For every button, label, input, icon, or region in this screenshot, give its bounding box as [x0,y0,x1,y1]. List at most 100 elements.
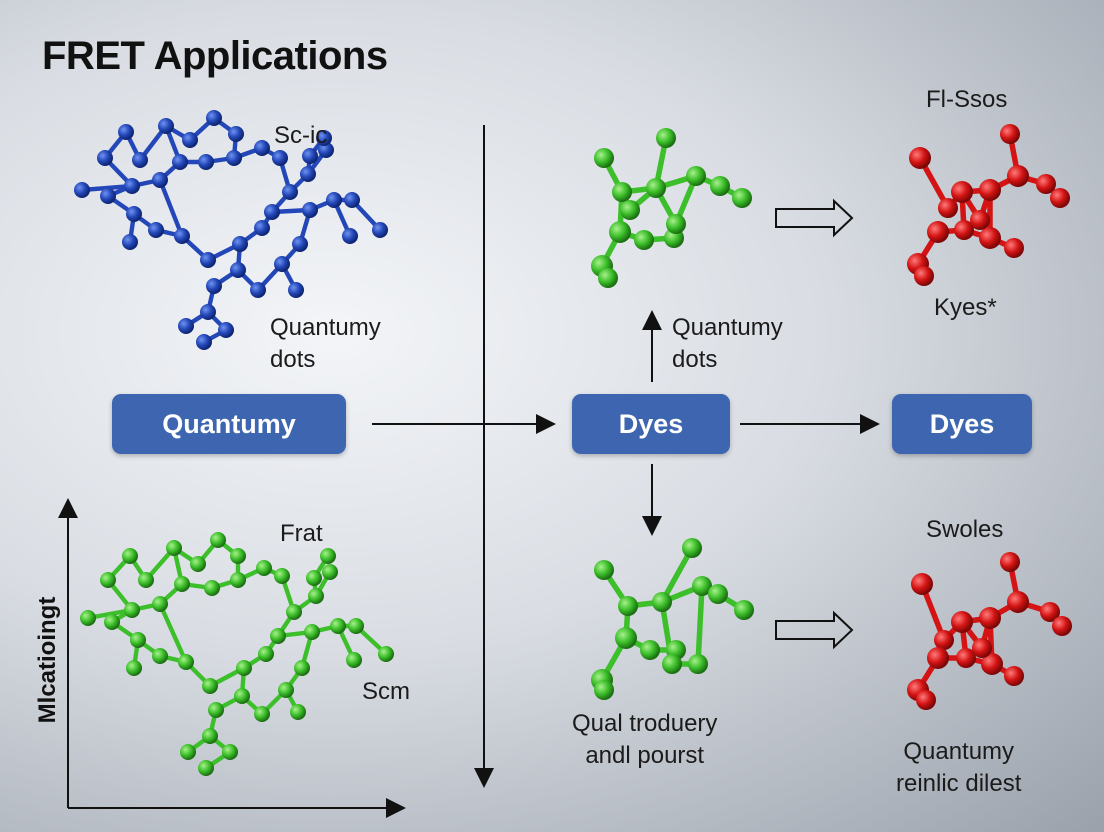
atom [218,322,234,338]
atom [122,548,138,564]
atom [620,200,640,220]
atom [208,702,224,718]
atom [230,262,246,278]
page-title: FRET Applications [42,34,388,78]
atom [1040,602,1060,622]
dyes-box-center[interactable]: Dyes [572,394,730,454]
top-left-caption: Quantumy dots [270,314,381,373]
atom [302,148,318,164]
atom [232,236,248,252]
atom [927,647,949,669]
atom [911,573,933,595]
atom [909,147,931,169]
atom [1007,165,1029,187]
bottom-center-caption: Qual troduery andl pourst [572,710,718,769]
atom [979,227,1001,249]
atom [916,690,936,710]
atom [272,150,288,166]
red-molecule-top [907,124,1070,286]
atom [274,256,290,272]
atom [100,188,116,204]
atom [254,140,270,156]
atom [662,654,682,674]
bottom-left-side-label: Scm [362,678,410,705]
atom [254,706,270,722]
atom [206,110,222,126]
atom [126,206,142,222]
atom [348,618,364,634]
atom [270,628,286,644]
atom [152,172,168,188]
quantumy-box-label: Quantumy [162,408,296,439]
dyes-box-right[interactable]: Dyes [892,394,1032,454]
atom [130,632,146,648]
dyes-box-center-label: Dyes [618,408,684,439]
red-molecule-bottom [907,552,1072,710]
atom [686,166,706,186]
atom [1004,666,1024,686]
atom [210,532,226,548]
atom [306,570,322,586]
atom [132,152,148,168]
bond [695,583,705,667]
atom [172,154,188,170]
top-right-title: Fl-Ssos [926,86,1008,113]
atom [1004,238,1024,258]
center-caption: Quantumy dots [672,314,783,373]
atom [190,556,206,572]
atom [198,760,214,776]
green-molecule-top [591,128,752,288]
blue-molecule [74,110,388,350]
atom [292,236,308,252]
atom [594,680,614,700]
atom [152,648,168,664]
atom [682,538,702,558]
atom [666,214,686,234]
atom [104,614,120,630]
atom [158,118,174,134]
atom [688,654,708,674]
atom [200,304,216,320]
atom [250,282,266,298]
atom [322,564,338,580]
atom [286,604,302,620]
quantumy-box[interactable]: Quantumy [112,394,346,454]
green-molecule-bottom [591,538,754,700]
atom [342,228,358,244]
atom [981,653,1003,675]
atom [178,318,194,334]
atom [598,268,618,288]
bottom-right-caption: Quantumy reinlic dilest [896,738,1022,797]
atom [1036,174,1056,194]
atom [308,588,324,604]
atom [124,602,140,618]
atom [615,627,637,649]
top-right-caption: Kyes* [934,294,997,321]
atom [1000,124,1020,144]
atom [320,548,336,564]
atom [346,652,362,668]
atom [204,580,220,596]
atom [1007,591,1029,613]
atom [290,704,306,720]
atom [708,584,728,604]
atom [74,182,90,198]
atom [1050,188,1070,208]
atom [294,660,310,676]
atom [234,688,250,704]
y-axis-label: Mlcatioingt [34,596,61,724]
atom [316,130,332,146]
atom [652,592,672,612]
atom [302,202,318,218]
atom [228,126,244,142]
atom [200,252,216,268]
atom [972,638,992,658]
dyes-box-right-label: Dyes [929,408,995,439]
atom [254,220,270,236]
bond [157,601,189,665]
atom [326,192,342,208]
atom [282,184,298,200]
atom [914,266,934,286]
atom [938,198,958,218]
atom [612,182,632,202]
